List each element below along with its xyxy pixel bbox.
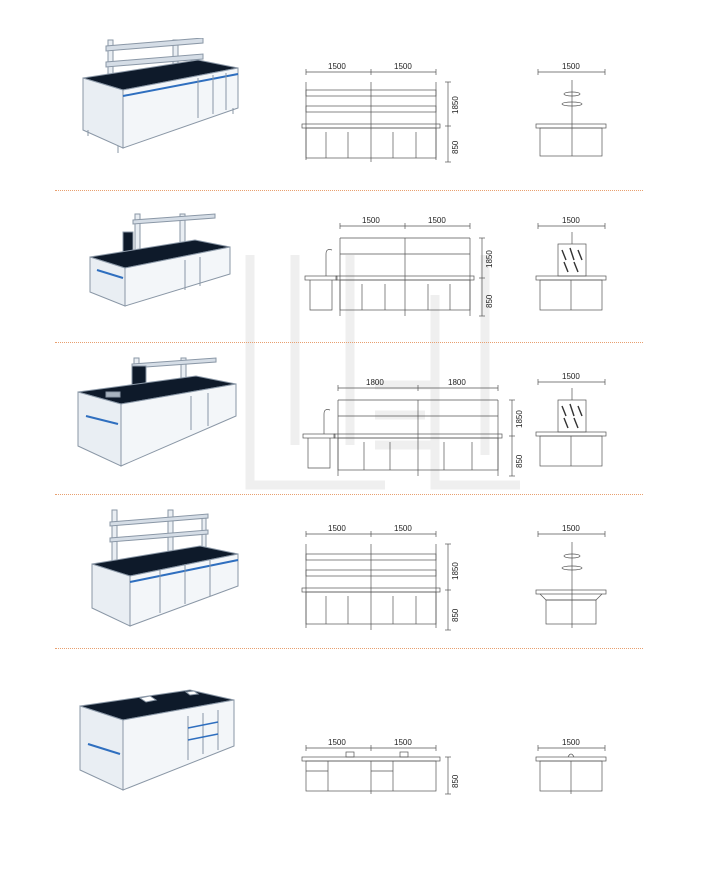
dim-width-left: 1800 [366,378,384,387]
dim-depth: 1500 [562,62,580,71]
dim-width-left: 1500 [328,62,346,71]
dim-width-right: 1500 [428,216,446,225]
front-elevation: 1500 1500 1850 850 [301,62,460,163]
product-row-2: 1500 1500 1850 850 1500 [0,190,709,342]
separator [55,342,643,343]
dim-height-bench: 850 [451,140,460,154]
separator [55,648,643,649]
dim-height-bench: 850 [451,608,460,622]
dim-width-left: 1500 [362,216,380,225]
isometric-bench-view [82,38,239,153]
dim-width-left: 1500 [328,738,346,747]
side-elevation: 1500 [535,524,607,628]
front-elevation: 1800 1800 1850 850 [302,378,524,477]
dim-height-top: 1850 [451,96,460,114]
product-row-5: 1500 1500 850 1500 [0,648,709,878]
dim-width-right: 1800 [448,378,466,387]
dim-height-top: 1850 [451,562,460,580]
dim-height-bench: 850 [451,774,460,788]
dim-width-left: 1500 [328,524,346,533]
isometric-bench-view [89,213,231,307]
dim-height-top: 1850 [485,250,494,268]
front-elevation: 1500 1500 1850 850 [301,524,460,631]
dim-depth: 1500 [562,738,580,747]
isometric-bench-view [77,357,237,467]
side-elevation: 1500 [535,62,607,157]
side-elevation: 1500 [535,216,607,311]
dim-width-right: 1500 [394,62,412,71]
product-row-4: 1500 1500 1850 850 1500 [0,494,709,648]
separator [55,494,643,495]
product-row-3: 1800 1800 1850 850 1500 [0,342,709,494]
separator [55,190,643,191]
dim-width-right: 1500 [394,738,412,747]
isometric-bench-view [91,509,239,627]
dim-height-top: 1850 [515,410,524,428]
isometric-bench-view [79,689,235,791]
dim-width-right: 1500 [394,524,412,533]
dim-height-bench: 850 [515,454,524,468]
dim-depth: 1500 [562,216,580,225]
dim-depth: 1500 [562,372,580,381]
front-elevation: 1500 1500 850 [301,738,460,795]
side-elevation: 1500 [535,738,607,794]
side-elevation: 1500 [535,372,607,467]
product-row-1: 1500 1500 1850 850 1500 [0,0,709,190]
front-elevation: 1500 1500 1850 850 [304,216,494,317]
dim-depth: 1500 [562,524,580,533]
dim-height-bench: 850 [485,294,494,308]
